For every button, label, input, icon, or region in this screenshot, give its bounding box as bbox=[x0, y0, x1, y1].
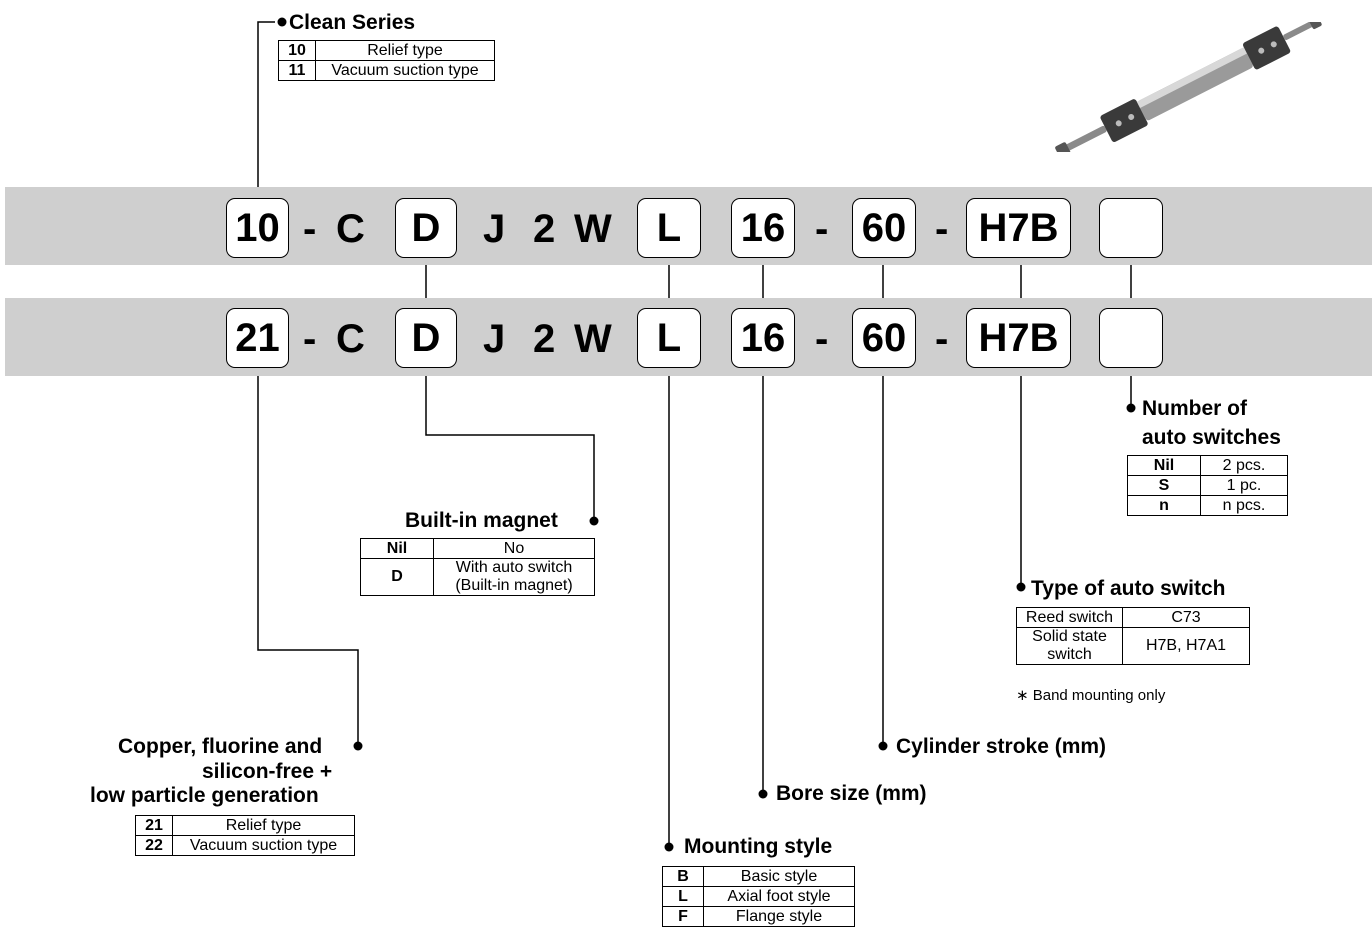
line-built-in-magnet bbox=[425, 368, 595, 520]
code-letter-w: W bbox=[574, 207, 612, 251]
dot-clean-series bbox=[277, 17, 287, 27]
dot-bore-size bbox=[758, 789, 768, 799]
number-of-switches-title-line2: auto switches bbox=[1142, 426, 1281, 449]
code-box-mounting: L bbox=[637, 308, 701, 368]
code-dash: - bbox=[303, 207, 317, 251]
code-digit-2: 2 bbox=[533, 207, 556, 251]
mounting-style-title: Mounting style bbox=[684, 835, 833, 858]
code-box-copper-free: 21 bbox=[226, 308, 289, 368]
code-box-bore: 16 bbox=[731, 198, 795, 258]
band-mounting-note: ∗ Band mounting only bbox=[1016, 687, 1166, 704]
clean-series-title: Clean Series bbox=[289, 11, 416, 34]
copper-free-title-line3: low particle generation bbox=[90, 784, 319, 807]
code-box-stroke: 60 bbox=[852, 308, 916, 368]
dot-built-in-magnet bbox=[589, 516, 599, 526]
cylinder-stroke-title: Cylinder stroke (mm) bbox=[896, 735, 1107, 758]
code-box-switch-type: H7B bbox=[966, 308, 1071, 368]
code-digit-2: 2 bbox=[533, 317, 556, 361]
code-box-clean-series: 10 bbox=[226, 198, 289, 258]
code-letter-c: C bbox=[336, 207, 365, 251]
code-dash: - bbox=[815, 207, 829, 251]
code-box-magnet: D bbox=[395, 198, 457, 258]
code-box-bore: 16 bbox=[731, 308, 795, 368]
code-box-switch-number bbox=[1099, 198, 1163, 258]
dot-switch-type bbox=[1016, 582, 1026, 592]
code-dash: - bbox=[303, 317, 317, 361]
code-dash: - bbox=[935, 207, 949, 251]
code-letter-c: C bbox=[336, 317, 365, 361]
auto-switch-type-title: Type of auto switch bbox=[1031, 577, 1226, 600]
dot-mounting-style bbox=[664, 842, 674, 852]
code-dash: - bbox=[815, 317, 829, 361]
code-letter-j: J bbox=[483, 317, 506, 361]
dot-number-switches bbox=[1126, 403, 1136, 413]
cylinder-product-illustration bbox=[1055, 22, 1322, 152]
copper-free-title-line1: Copper, fluorine and bbox=[118, 735, 323, 758]
code-box-switch-number bbox=[1099, 308, 1163, 368]
code-dash: - bbox=[935, 317, 949, 361]
number-of-switches-title-line1: Number of bbox=[1142, 397, 1247, 420]
code-box-magnet: D bbox=[395, 308, 457, 368]
dot-cylinder-stroke bbox=[878, 741, 888, 751]
code-letter-w: W bbox=[574, 317, 612, 361]
code-box-switch-type: H7B bbox=[966, 198, 1071, 258]
line-clean-series bbox=[257, 21, 275, 198]
dot-copper-free bbox=[353, 741, 363, 751]
built-in-magnet-title: Built-in magnet bbox=[405, 509, 558, 532]
code-box-stroke: 60 bbox=[852, 198, 916, 258]
code-letter-j: J bbox=[483, 207, 506, 251]
bore-size-title: Bore size (mm) bbox=[776, 782, 927, 805]
line-copper-free bbox=[257, 368, 359, 745]
copper-free-title-line2: silicon-free + bbox=[202, 760, 333, 783]
code-box-mounting: L bbox=[637, 198, 701, 258]
